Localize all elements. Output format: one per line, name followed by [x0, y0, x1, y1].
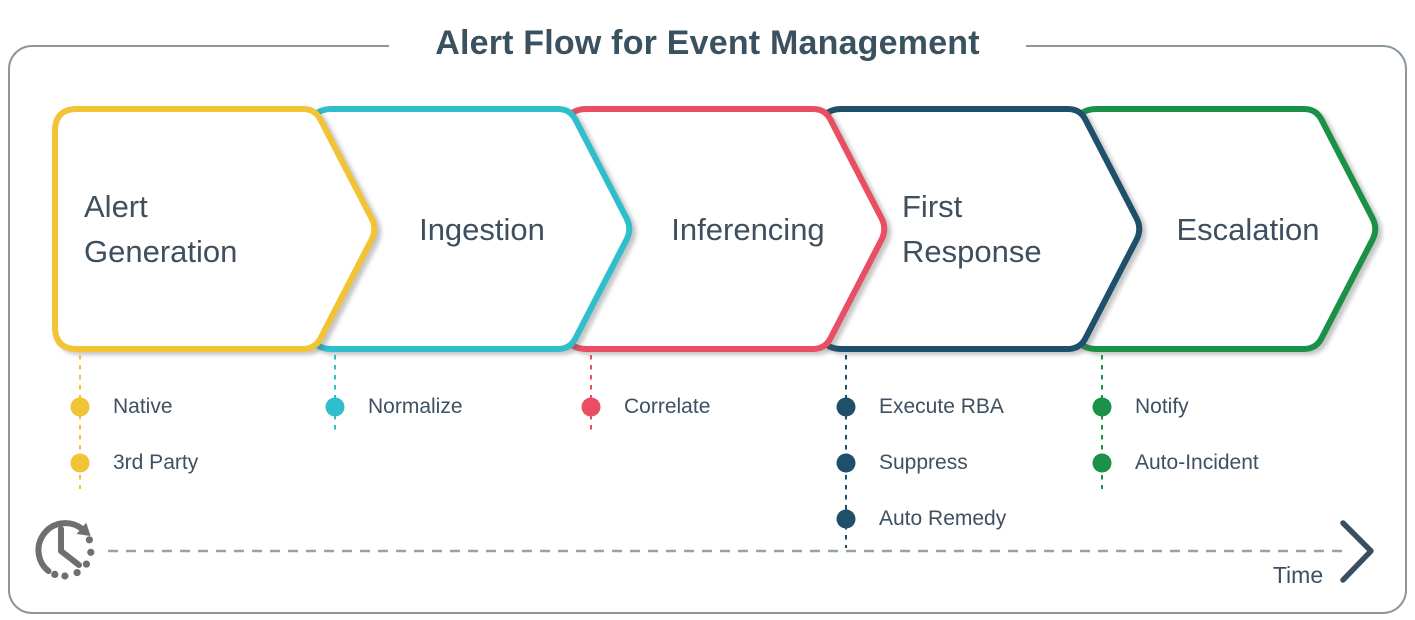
bullet-label: Normalize [368, 395, 463, 418]
bullet-dot [1092, 453, 1112, 473]
bullet-dot [1092, 397, 1112, 417]
stage-label-ingestion: Ingestion [419, 212, 545, 247]
stage-chevron-alert-generation [52, 106, 378, 352]
time-label: Time [1272, 562, 1324, 588]
bullet-label: Suppress [879, 451, 968, 474]
page-title: Alert Flow for Event Management [0, 20, 1415, 66]
bullet-label: Correlate [624, 395, 711, 418]
stage-label-alert-generation: Alert Generation [84, 189, 238, 269]
bullet-label: Auto Remedy [879, 507, 1007, 530]
stage-label-first-response: First Response [902, 189, 1042, 269]
bullet-label: Native [113, 395, 173, 418]
clock-icon [35, 520, 95, 580]
bullet-dot [70, 453, 90, 473]
bullet-label: 3rd Party [113, 451, 199, 474]
bullet-dot [70, 397, 90, 417]
stage-label-inferencing: Inferencing [671, 212, 825, 247]
bullet-label: Notify [1135, 395, 1189, 418]
bullet-dot [581, 397, 601, 417]
bullet-dot [836, 509, 856, 529]
page-title-text: Alert Flow for Event Management [389, 20, 1026, 66]
bullet-label: Auto-Incident [1135, 451, 1259, 474]
chevron-right-icon [1340, 520, 1374, 583]
bullet-label: Execute RBA [879, 395, 1004, 418]
bullet-dot [325, 397, 345, 417]
bullet-dot [836, 397, 856, 417]
bullet-dot [836, 453, 856, 473]
stage-label-escalation: Escalation [1176, 212, 1320, 247]
